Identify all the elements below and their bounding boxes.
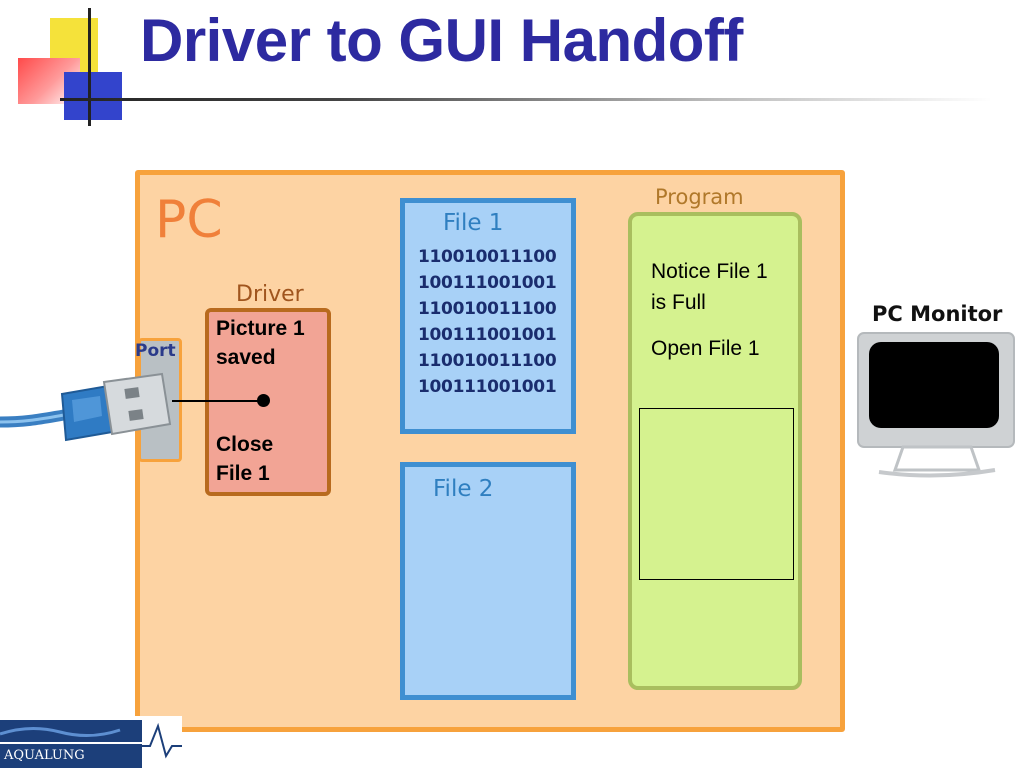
binary-row: 100111001001 xyxy=(418,325,557,345)
port-label: Port xyxy=(135,341,176,361)
file1-binary-data: 110010011100 100111001001 110010011100 1… xyxy=(418,244,557,400)
title-decoration-blue xyxy=(64,72,122,120)
driver-line-close: Close xyxy=(216,433,274,456)
binary-row: 100111001001 xyxy=(418,377,557,397)
program-box xyxy=(628,212,802,690)
aqualung-logo: AQUALUNG xyxy=(0,716,182,768)
program-text: Notice File 1 is Full Open File 1 xyxy=(651,256,801,364)
driver-line-saved: saved xyxy=(216,346,276,369)
binary-row: 110010011100 xyxy=(418,299,557,319)
binary-row: 110010011100 xyxy=(418,351,557,371)
file2-label: File 2 xyxy=(433,476,494,502)
title-underline xyxy=(60,98,992,101)
slide-title: Driver to GUI Handoff xyxy=(140,7,743,74)
driver-label: Driver xyxy=(236,282,304,307)
port-driver-connector xyxy=(172,400,264,402)
program-line-notice: Notice File 1 xyxy=(651,260,768,283)
usb-cable-icon xyxy=(0,372,172,442)
pc-label: PC xyxy=(155,190,223,250)
file2-box xyxy=(400,462,576,700)
program-label: Program xyxy=(655,185,744,209)
title-decoration-vertical-line xyxy=(88,8,91,126)
driver-line-picture: Picture 1 xyxy=(216,317,305,340)
driver-text: Picture 1 saved Close File 1 xyxy=(216,314,328,488)
pc-monitor-icon xyxy=(857,332,1015,478)
driver-line-file: File 1 xyxy=(216,462,270,485)
file1-label: File 1 xyxy=(443,210,504,236)
connector-dot xyxy=(257,394,270,407)
file1-box xyxy=(400,198,576,434)
program-line-full: is Full xyxy=(651,291,706,314)
monitor-label: PC Monitor xyxy=(872,302,1003,326)
binary-row: 100111001001 xyxy=(418,273,557,293)
binary-row: 110010011100 xyxy=(418,247,557,267)
svg-text:AQUALUNG: AQUALUNG xyxy=(3,748,85,763)
program-inner-box xyxy=(639,408,794,580)
program-line-open: Open File 1 xyxy=(651,337,760,360)
